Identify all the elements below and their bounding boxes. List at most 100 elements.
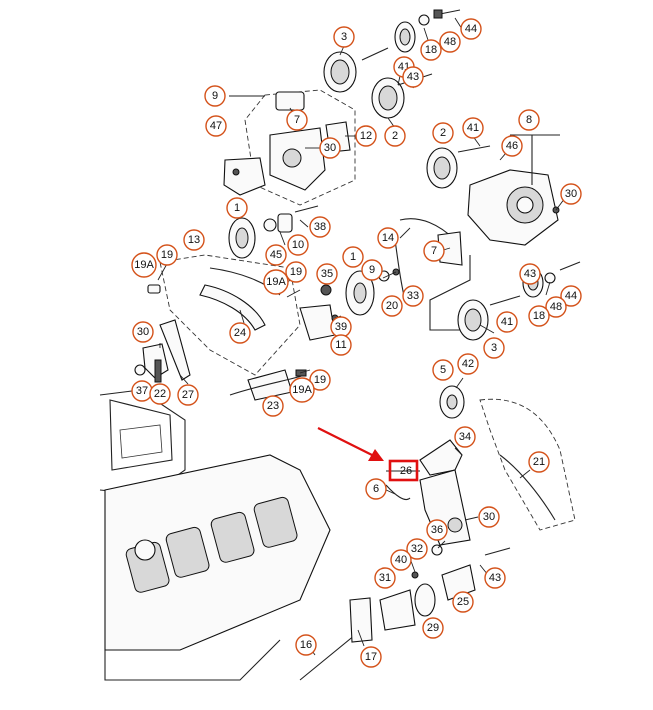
callout-text: 31 xyxy=(379,572,391,584)
callout-ring xyxy=(402,66,424,88)
callout-text: 18 xyxy=(533,310,545,322)
callout-ring xyxy=(149,383,171,405)
callout-text: 9 xyxy=(369,264,375,276)
callout-text: 47 xyxy=(210,120,222,132)
callout-26: 26 xyxy=(400,465,412,477)
callout-9: 9 xyxy=(361,259,383,281)
callout-text: 30 xyxy=(324,142,336,154)
callout-8: 8 xyxy=(518,109,540,131)
callout-text: 27 xyxy=(182,389,194,401)
callout-ring xyxy=(342,246,364,268)
callout-ring xyxy=(384,125,406,147)
callout-ring xyxy=(432,359,454,381)
callout-text: 19A xyxy=(292,384,312,396)
callout-ring xyxy=(374,567,396,589)
callout-ring xyxy=(519,263,541,285)
callout-9: 9 xyxy=(204,85,226,107)
callout-ring xyxy=(439,31,461,53)
callout-19: 19 xyxy=(309,369,331,391)
callout-ring xyxy=(423,240,445,262)
highlight-box-26 xyxy=(388,459,419,482)
callout-ring xyxy=(560,285,582,307)
callout-text: 11 xyxy=(335,339,346,351)
callout-ring xyxy=(426,519,448,541)
callout-text: 33 xyxy=(407,290,419,302)
callout-text: 38 xyxy=(314,221,326,233)
callout-ring xyxy=(360,646,382,668)
callout-text: 3 xyxy=(491,342,497,354)
callout-ring xyxy=(390,549,412,571)
callout-ring xyxy=(132,321,154,343)
callout-48: 48 xyxy=(545,296,567,318)
callout-ring xyxy=(365,478,387,500)
callout-19a: 19A xyxy=(131,252,157,278)
callout-text: 5 xyxy=(440,364,446,376)
callout-19: 19 xyxy=(156,244,178,266)
callout-text: 13 xyxy=(188,234,200,246)
callout-7: 7 xyxy=(286,109,308,131)
callout-ring xyxy=(183,229,205,251)
callout-ring xyxy=(457,353,479,375)
callout-ring xyxy=(205,115,227,137)
callout-7: 7 xyxy=(423,240,445,262)
callout-ring xyxy=(333,26,355,48)
camshaft-sprocket-group-top xyxy=(323,9,461,119)
callout-ring xyxy=(420,39,442,61)
callout-ring xyxy=(295,634,317,656)
middle-sprocket-assembly xyxy=(299,218,471,341)
callout-1: 1 xyxy=(226,197,248,219)
callout-text: 1 xyxy=(350,251,356,263)
callout-text: 44 xyxy=(565,290,577,302)
callout-text: 34 xyxy=(459,431,471,443)
callout-text: 17 xyxy=(365,651,377,663)
callout-38: 38 xyxy=(309,216,331,238)
callout-10: 10 xyxy=(287,234,309,256)
callout-ring xyxy=(518,109,540,131)
callout-46: 46 xyxy=(501,135,523,157)
callout-ring xyxy=(285,261,307,283)
callout-30: 30 xyxy=(478,506,500,528)
callout-24: 24 xyxy=(229,322,251,344)
callout-text: 2 xyxy=(392,130,398,142)
callout-ring xyxy=(131,252,157,278)
callout-ring xyxy=(319,137,341,159)
callout-text: 25 xyxy=(457,596,469,608)
callout-text: 19A xyxy=(266,276,286,288)
callout-17: 17 xyxy=(360,646,382,668)
callout-12: 12 xyxy=(355,125,377,147)
callout-text: 42 xyxy=(462,358,474,370)
engine-block-outline xyxy=(99,389,331,681)
callout-43: 43 xyxy=(402,66,424,88)
callout-text: 1 xyxy=(234,202,240,214)
callout-ring xyxy=(496,311,518,333)
callout-text: 41 xyxy=(467,122,479,134)
callout-ring xyxy=(262,395,284,417)
left-bank-timing-components xyxy=(134,205,319,383)
callout-6: 6 xyxy=(365,478,387,500)
callout-13: 13 xyxy=(183,229,205,251)
callout-text: 22 xyxy=(154,388,166,400)
callout-33: 33 xyxy=(402,285,424,307)
callout-ring xyxy=(478,506,500,528)
right-camshaft-adjuster xyxy=(426,134,560,246)
callout-text: 30 xyxy=(565,188,577,200)
callout-45: 45 xyxy=(265,244,287,266)
callout-text: 10 xyxy=(292,239,304,251)
callout-18: 18 xyxy=(528,305,550,327)
callout-ring xyxy=(309,369,331,391)
callout-text: 48 xyxy=(444,36,456,48)
callout-ring xyxy=(528,305,550,327)
highlight-arrow xyxy=(317,427,384,461)
callout-20: 20 xyxy=(381,295,403,317)
callout-19: 19 xyxy=(285,261,307,283)
callout-text: 6 xyxy=(373,483,379,495)
callout-37: 37 xyxy=(131,380,153,402)
callout-text: 46 xyxy=(506,140,518,152)
callout-36: 36 xyxy=(426,519,448,541)
callout-41: 41 xyxy=(496,311,518,333)
callout-text: 35 xyxy=(321,268,333,280)
callout-text: 8 xyxy=(526,114,532,126)
callout-ring xyxy=(422,617,444,639)
callout-text: 43 xyxy=(524,268,536,280)
